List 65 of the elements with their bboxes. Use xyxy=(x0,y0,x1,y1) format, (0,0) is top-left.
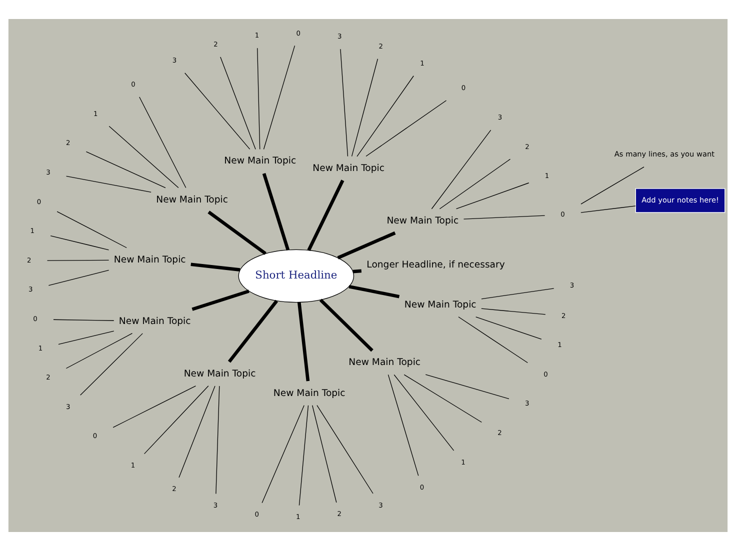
connector xyxy=(394,374,454,451)
connector xyxy=(80,333,143,396)
connector xyxy=(53,319,114,321)
node-text: New Main Topic xyxy=(184,368,256,380)
connector xyxy=(580,166,644,204)
connector xyxy=(216,386,220,494)
connector xyxy=(458,316,528,364)
connector xyxy=(456,182,530,210)
connector xyxy=(66,176,152,192)
connector xyxy=(481,288,554,300)
connector xyxy=(108,126,179,188)
connector xyxy=(340,48,348,157)
connector xyxy=(356,76,414,157)
node-text: Longer Headline, if necessary xyxy=(366,260,505,271)
node-text: New Main Topic xyxy=(404,299,476,310)
connector xyxy=(66,333,133,369)
connector xyxy=(352,269,362,274)
connector xyxy=(425,374,510,400)
connector xyxy=(351,58,378,157)
connector xyxy=(476,316,542,340)
connector xyxy=(220,56,256,150)
connector xyxy=(46,260,110,261)
node-text: New Main Topic xyxy=(348,357,421,368)
connector xyxy=(431,130,492,210)
connector xyxy=(112,386,196,428)
connector xyxy=(48,270,110,286)
node-text: New Main Topic xyxy=(386,215,459,226)
connector xyxy=(319,298,374,352)
connector xyxy=(50,235,110,250)
connector xyxy=(298,405,309,506)
connector xyxy=(312,405,337,503)
connector xyxy=(58,330,114,345)
connector xyxy=(262,405,304,504)
node-text: New Main Topic xyxy=(312,162,385,174)
connector xyxy=(463,215,546,220)
connector xyxy=(208,210,266,255)
node-text: New Main Topic xyxy=(114,254,186,266)
connector xyxy=(178,386,216,478)
connector xyxy=(388,374,419,476)
connector xyxy=(56,211,127,248)
connector xyxy=(439,158,511,210)
connector xyxy=(366,100,447,157)
connector xyxy=(337,231,396,260)
connector xyxy=(297,302,310,382)
connector xyxy=(580,206,636,213)
node-text: New Main Topic xyxy=(273,388,346,399)
node-text: New Main Topic xyxy=(118,316,191,327)
connector xyxy=(263,45,296,150)
connector xyxy=(257,48,260,150)
connector xyxy=(139,96,186,188)
connector xyxy=(184,72,250,150)
connector xyxy=(192,290,250,311)
connector xyxy=(481,308,546,315)
connector xyxy=(262,172,290,250)
connector xyxy=(307,180,344,251)
node-text: New Main Topic xyxy=(156,194,228,206)
connector xyxy=(316,405,374,494)
node-text: New Main Topic xyxy=(224,156,296,167)
connector xyxy=(348,284,400,298)
connector xyxy=(404,374,482,423)
connector xyxy=(144,386,209,454)
connector xyxy=(86,151,166,188)
node-ellipse: Short Headline xyxy=(238,249,354,303)
connector xyxy=(190,262,240,272)
connector xyxy=(228,300,278,363)
